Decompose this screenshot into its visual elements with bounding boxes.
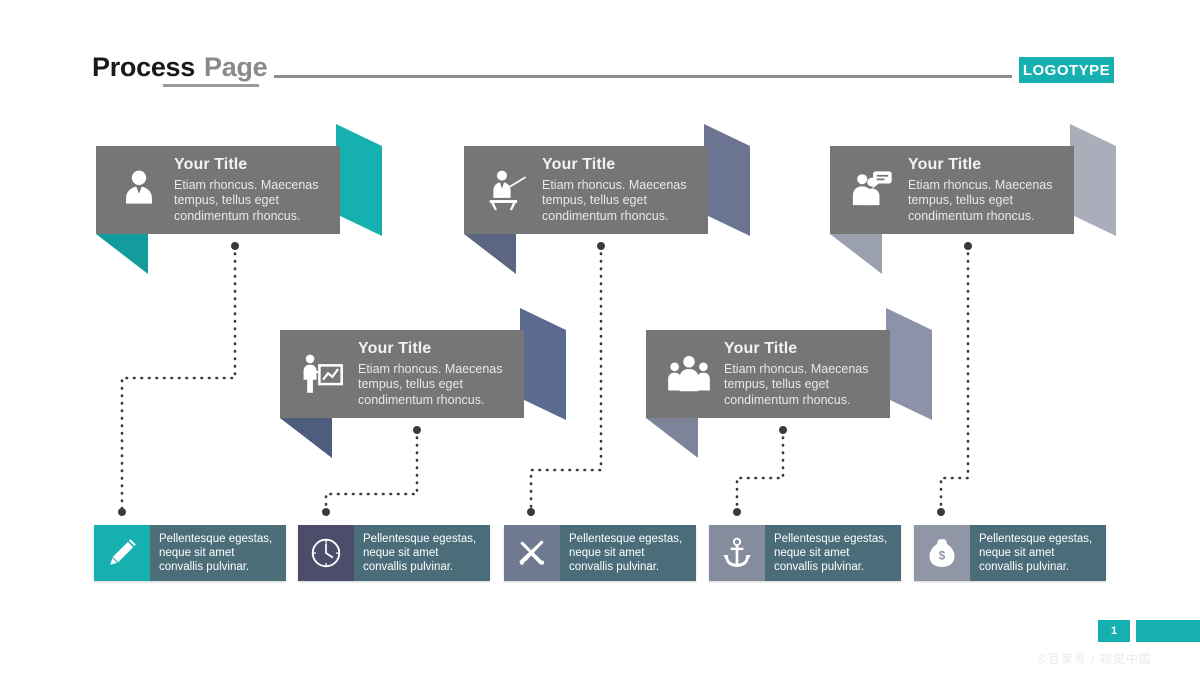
- bottom-item-text-area: Pellentesque egestas, neque sit amet con…: [560, 525, 696, 581]
- connector-endpoint-dot: [527, 508, 535, 516]
- card-tail-fold: [464, 234, 516, 274]
- card-tail-fold: [830, 234, 882, 274]
- card-title: Your Title: [174, 155, 248, 173]
- card-tail-fold: [96, 234, 148, 274]
- bottom-item-text: Pellentesque egestas, neque sit amet con…: [979, 533, 1093, 573]
- clock-icon: [298, 525, 354, 581]
- title-underline: [163, 84, 259, 87]
- bottom-item-text-area: Pellentesque egestas, neque sit amet con…: [354, 525, 490, 581]
- pencil-icon: [94, 525, 150, 581]
- card-title: Your Title: [724, 339, 798, 357]
- watermark-text: ©百家号 / 视觉中国: [1038, 652, 1152, 666]
- bottom-ribbon-item[interactable]: Pellentesque egestas, neque sit amet con…: [94, 525, 286, 581]
- team-group-icon: [660, 345, 718, 403]
- bottom-item-text-area: Pellentesque egestas, neque sit amet con…: [150, 525, 286, 581]
- bottom-item-text: Pellentesque egestas, neque sit amet con…: [159, 533, 273, 573]
- bottom-ribbon-item[interactable]: Pellentesque egestas, neque sit amet con…: [298, 525, 490, 581]
- connector-endpoint-dot: [733, 508, 741, 516]
- logotype-badge[interactable]: LOGOTYPE: [1019, 57, 1114, 83]
- anchor-icon: [709, 525, 765, 581]
- bottom-ribbon-item[interactable]: $ Pellentesque egestas, neque sit amet co…: [914, 525, 1106, 581]
- connector-line: [120, 244, 237, 514]
- bottom-item-text-area: Pellentesque egestas, neque sit amet con…: [970, 525, 1106, 581]
- svg-text:$: $: [939, 549, 946, 562]
- card-ribbon-fold: [886, 308, 932, 420]
- bottom-item-text: Pellentesque egestas, neque sit amet con…: [774, 533, 888, 573]
- card-description: Etiam rhoncus. Maecenas tempus, tellus e…: [174, 177, 319, 223]
- footer-accent-bar: [1136, 620, 1200, 642]
- title-primary: Process: [92, 52, 195, 82]
- header-rule: [274, 75, 1012, 78]
- card-title: Your Title: [542, 155, 616, 173]
- card-description: Etiam rhoncus. Maecenas tempus, tellus e…: [542, 177, 687, 223]
- card-ribbon-fold: [1070, 124, 1116, 236]
- card-description: Etiam rhoncus. Maecenas tempus, tellus e…: [358, 361, 503, 407]
- connector-endpoint-dot: [322, 508, 330, 516]
- page-number-badge: 1: [1098, 620, 1130, 642]
- businessman-icon: [110, 161, 168, 219]
- card-tail-fold: [646, 418, 698, 458]
- bottom-ribbon-item[interactable]: Pellentesque egestas, neque sit amet con…: [504, 525, 696, 581]
- connector-line: [939, 244, 970, 514]
- money-bag-icon: $: [914, 525, 970, 581]
- bottom-item-text: Pellentesque egestas, neque sit amet con…: [569, 533, 683, 573]
- connector-endpoint-dot: [937, 508, 945, 516]
- card-ribbon-fold: [704, 124, 750, 236]
- bottom-ribbon-item[interactable]: Pellentesque egestas, neque sit amet con…: [709, 525, 901, 581]
- presentation-chart-icon: [294, 345, 352, 403]
- card-ribbon-fold: [336, 124, 382, 236]
- tools-icon: [504, 525, 560, 581]
- card-tail-fold: [280, 418, 332, 458]
- title-secondary: Page: [203, 52, 268, 82]
- card-description: Etiam rhoncus. Maecenas tempus, tellus e…: [908, 177, 1053, 223]
- page-title: Process Page: [92, 52, 268, 83]
- card-ribbon-fold: [520, 308, 566, 420]
- bottom-item-text: Pellentesque egestas, neque sit amet con…: [363, 533, 477, 573]
- card-title: Your Title: [908, 155, 982, 173]
- card-title: Your Title: [358, 339, 432, 357]
- connector-endpoint-dot: [118, 508, 126, 516]
- card-description: Etiam rhoncus. Maecenas tempus, tellus e…: [724, 361, 869, 407]
- discussion-icon: [844, 161, 902, 219]
- presenter-icon: [478, 161, 536, 219]
- slide-header: Process Page LOGOTYPE: [0, 0, 1200, 110]
- bottom-item-text-area: Pellentesque egestas, neque sit amet con…: [765, 525, 901, 581]
